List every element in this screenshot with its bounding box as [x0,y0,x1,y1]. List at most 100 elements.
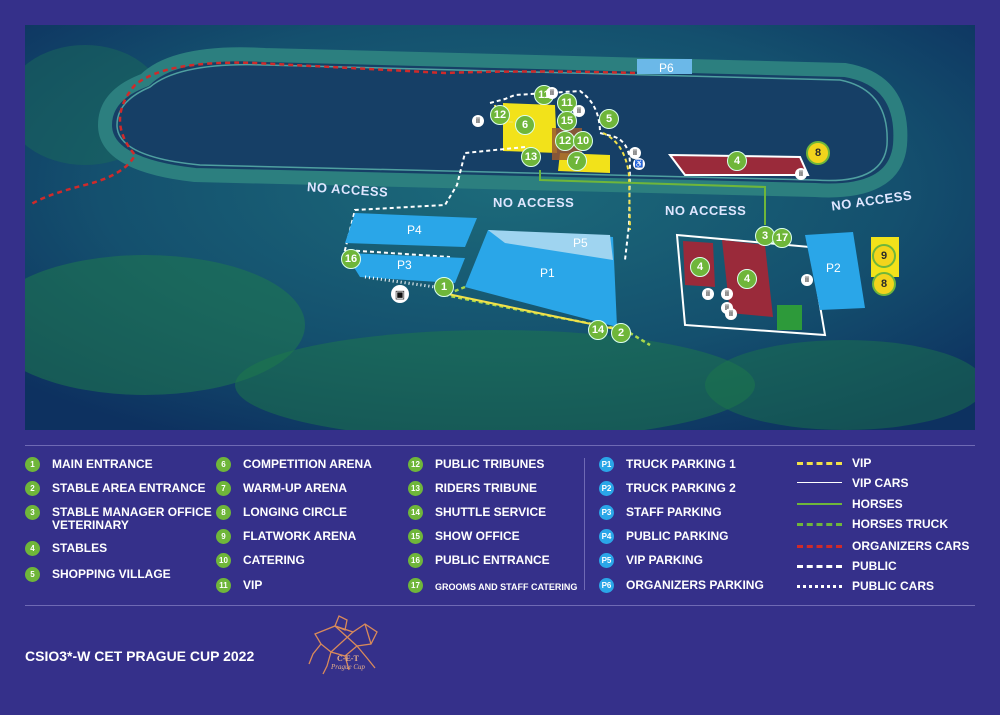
logo-text: Prague Cup [331,663,366,671]
legend-label: PUBLIC TRIBUNES [435,457,545,471]
marker-competition-arena[interactable]: 6 [515,115,535,135]
jumping-horse-logo-icon [308,615,378,675]
marker-public-tribunes[interactable]: 12 [490,105,510,125]
marker-flatwork-arena[interactable]: 9 [872,244,896,268]
legend-label: COMPETITION ARENA [243,457,372,471]
legend-label: SHUTTLE SERVICE [435,505,547,519]
legend-bottom-divider [25,605,975,606]
legend-label: TRUCK PARKING 2 [626,481,736,495]
vip-route [602,132,631,231]
page-title: CSIO3*-W CET PRAGUE CUP 2022 [25,648,255,664]
legend-item-truck-parking-2: P2 TRUCK PARKING 2 [599,481,736,496]
legend-badge: 9 [216,529,231,544]
aerial-map-graphic [25,25,975,430]
legend-label: WARM-UP ARENA [243,481,347,495]
legend-badge: 7 [216,481,231,496]
legend-badge: 4 [25,541,40,556]
p6-label: P6 [659,61,674,75]
marker-grooms-staff-catering[interactable]: 17 [772,228,792,248]
legend-item-stables: 4 STABLES [25,541,108,556]
legend-item-competition-arena: 6 COMPETITION ARENA [216,457,372,472]
marker-warm-up-arena[interactable]: 7 [567,151,587,171]
marker-stables[interactable]: 4 [727,151,747,171]
marker-stables[interactable]: 4 [690,257,710,277]
legend-column-divider [584,458,585,590]
toilet-icon: îî [725,308,737,320]
horses-route [539,170,766,225]
marker-stables[interactable]: 4 [737,269,757,289]
legend-top-divider [25,445,975,446]
legend-label: SHOW OFFICE [435,529,520,543]
legend-badge: 1 [25,457,40,472]
legend-item-truck-parking-1: P1 TRUCK PARKING 1 [599,457,736,472]
marker-shuttle-service[interactable]: 14 [588,320,608,340]
legend-item-show-office: 15 SHOW OFFICE [408,529,520,544]
public-parking-area [345,213,477,247]
marker-longing-circle[interactable]: 8 [806,141,830,165]
marker-shopping-village[interactable]: 5 [599,109,619,129]
legend-line-horses-truck [797,523,842,526]
marker-stable-area-entrance[interactable]: 2 [611,323,631,343]
legend-item-shopping-village: 5 SHOPPING VILLAGE [25,567,171,582]
legend-label: FLATWORK ARENA [243,529,357,543]
legend-item-public-parking: P4 PUBLIC PARKING [599,529,728,544]
marker-main-entrance[interactable]: 1 [434,277,454,297]
legend-label: ORGANIZERS PARKING [626,578,764,592]
p3-label: P3 [397,258,412,272]
legend-badge: P4 [599,529,614,544]
legend-badge: 8 [216,505,231,520]
vegetation-area [235,330,755,430]
legend-label: STAFF PARKING [626,505,722,519]
toilet-icon: îî [573,105,585,117]
marker-riders-tribune[interactable]: 13 [521,147,541,167]
legend-badge: 2 [25,481,40,496]
legend-badge: 16 [408,553,423,568]
legend-line-horses [797,503,842,505]
legend-item-stable-manager-office: 3 STABLE MANAGER OFFICE VETERINARY [25,505,212,532]
legend-label: STABLE MANAGER OFFICE VETERINARY [52,505,212,532]
legend-label: TRUCK PARKING 1 [626,457,736,471]
legend-item-catering: 10 CATERING [216,553,305,568]
marker-public-tribunes[interactable]: 12 [555,131,575,151]
legend-badge: 14 [408,505,423,520]
legend-label: PUBLIC ENTRANCE [435,553,550,567]
legend-item-warm-up-arena: 7 WARM-UP ARENA [216,481,347,496]
marker-show-office[interactable]: 15 [557,111,577,131]
marker-public-entrance[interactable]: 16 [341,249,361,269]
legend-item-flatwork-arena: 9 FLATWORK ARENA [216,529,357,544]
marker-catering[interactable]: 10 [573,131,593,151]
legend-line-label: ORGANIZERS CARS [852,539,970,553]
legend-badge: 11 [216,578,231,593]
cet-prague-cup-logo: C-E-T Prague Cup [305,612,395,687]
legend-line-label: VIP CARS [852,476,909,490]
legend-badge: 17 [408,578,423,593]
site-map: NO ACCESS NO ACCESS NO ACCESS NO ACCESS … [25,25,975,430]
legend-item-main-entrance: 1 MAIN ENTRANCE [25,457,153,472]
toilet-icon: îî [546,87,558,99]
legend-badge: P2 [599,481,614,496]
no-access-label: NO ACCESS [493,195,575,210]
public-route [489,89,632,261]
legend-line-organizers-cars [797,545,842,548]
legend-label: VIP [243,578,263,592]
legend-label: GROOMS AND STAFF CATERING [435,582,578,592]
legend-label: MAIN ENTRANCE [52,457,153,471]
legend-item-shuttle-service: 14 SHUTTLE SERVICE [408,505,547,520]
legend-label: CATERING [243,553,305,567]
legend-item-vip-parking: P5 VIP PARKING [599,553,703,568]
legend-badge: P3 [599,505,614,520]
p5-label: P5 [573,236,588,250]
legend-line-label: PUBLIC CARS [852,579,935,593]
legend-line-public [797,565,842,568]
legend-label: STABLES [52,541,108,555]
legend-badge: 10 [216,553,231,568]
legend-line-public-cars [797,585,842,588]
marker-longing-circle[interactable]: 8 [872,272,896,296]
toilet-icon: îî [801,274,813,286]
legend-item-vip: 11 VIP [216,578,263,593]
legend-item-longing-circle: 8 LONGING CIRCLE [216,505,347,520]
legend-badge: P1 [599,457,614,472]
legend-line-label: PUBLIC [852,559,897,573]
vegetation-area [25,255,305,395]
toilet-icon: îî [702,288,714,300]
